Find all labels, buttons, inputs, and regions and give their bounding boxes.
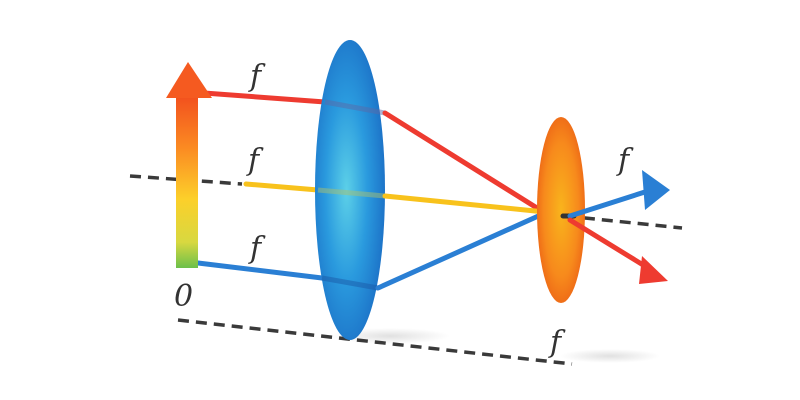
red-ray-refracted — [382, 110, 548, 216]
label-f-top: f — [248, 59, 266, 94]
label-origin: 0 — [174, 279, 193, 314]
yellow-ray-through-lens — [317, 187, 386, 199]
optical-axis-right — [565, 214, 683, 230]
blue-ray-through-lens — [321, 275, 379, 291]
blue-output-arrow — [567, 170, 670, 219]
lens-shadow-small — [560, 349, 660, 363]
yellow-ray-incident — [243, 181, 321, 193]
red-ray-through-lens — [324, 99, 386, 116]
object-arrow — [166, 62, 212, 268]
label-f-axis: f — [246, 143, 264, 178]
blue-ray-refracted — [375, 210, 548, 291]
label-f-output: f — [616, 143, 634, 178]
blue-ray-incident — [195, 260, 325, 281]
second-lens — [537, 117, 585, 303]
yellow-ray-refracted — [382, 193, 548, 215]
converging-lens — [315, 40, 385, 340]
label-f-bottom: f — [248, 231, 266, 266]
red-ray-incident — [201, 90, 328, 105]
red-output-arrow — [567, 217, 668, 284]
